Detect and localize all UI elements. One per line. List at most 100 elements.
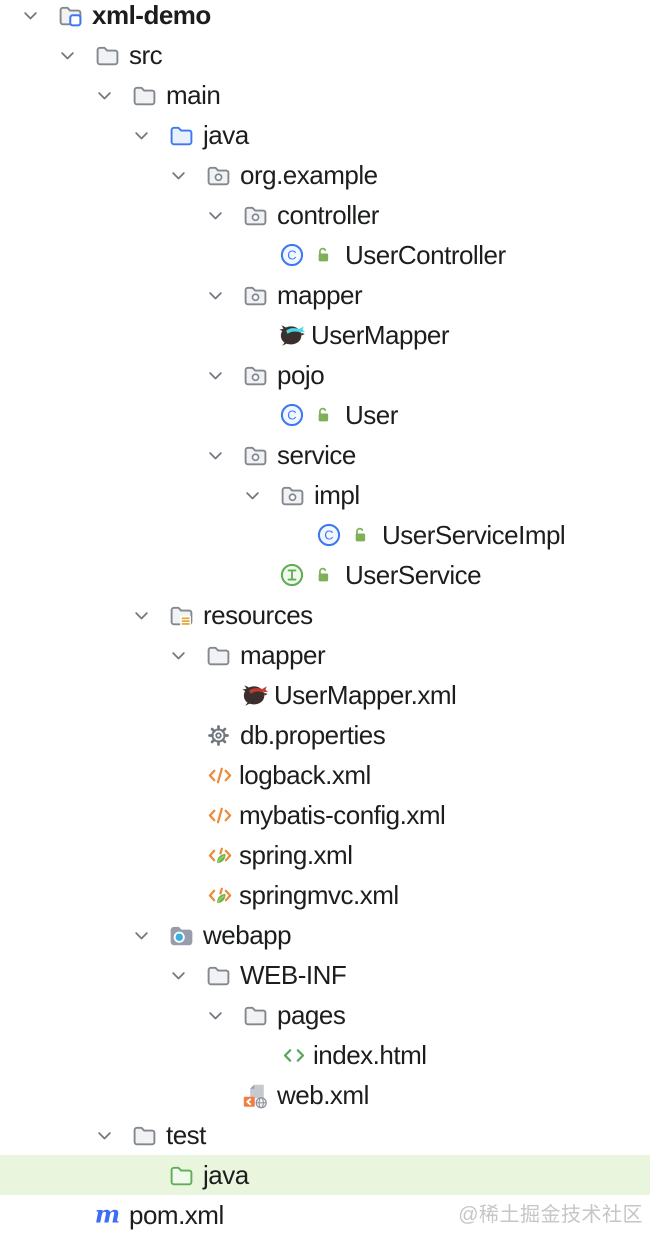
lock-icon — [313, 405, 333, 425]
svg-text:C: C — [287, 248, 296, 263]
tree-item-label: pojo — [277, 360, 325, 390]
tree-row-mapper[interactable]: mapper — [0, 635, 650, 675]
tree-item-label: db.properties — [240, 720, 386, 750]
chevron-down-icon[interactable] — [205, 286, 242, 305]
tree-row-web-inf[interactable]: WEB-INF — [0, 955, 650, 995]
tree-row-resources[interactable]: resources — [0, 595, 650, 635]
tree-row-mybatis-config.xml[interactable]: mybatis-config.xml — [0, 795, 650, 835]
chevron-down-icon[interactable] — [131, 606, 168, 625]
tree-item-label: WEB-INF — [240, 960, 347, 990]
tree-row-java[interactable]: java — [0, 115, 650, 155]
tree-item-label: controller — [277, 200, 379, 230]
webapp-folder-icon — [168, 922, 195, 949]
tree-item-label: src — [129, 40, 163, 70]
tree-item-label: UserMapper — [311, 320, 450, 350]
tree-row-index.html[interactable]: index.html — [0, 1035, 650, 1075]
chevron-down-icon[interactable] — [205, 1006, 242, 1025]
web-xml-file-icon — [242, 1082, 269, 1109]
folder-icon — [242, 1002, 269, 1029]
tree-row-controller[interactable]: controller — [0, 195, 650, 235]
xml-code-icon — [205, 762, 235, 789]
tree-row-java[interactable]: java — [0, 1155, 650, 1195]
tree-row-test[interactable]: test — [0, 1115, 650, 1155]
tree-item-label: UserController — [345, 240, 506, 270]
tree-row-main[interactable]: main — [0, 75, 650, 115]
tree-row-user[interactable]: C User — [0, 395, 650, 435]
tree-row-springmvc.xml[interactable]: springmvc.xml — [0, 875, 650, 915]
folder-icon — [94, 42, 121, 69]
package-icon — [279, 482, 306, 509]
tree-row-usercontroller[interactable]: C UserController — [0, 235, 650, 275]
tree-item-label: spring.xml — [239, 840, 353, 870]
tree-row-pojo[interactable]: pojo — [0, 355, 650, 395]
tree-item-label: mapper — [277, 280, 363, 310]
svg-text:m: m — [95, 1202, 120, 1229]
mybatis-bird-cyan-icon — [276, 320, 306, 350]
tree-item-label: resources — [203, 600, 313, 630]
resources-folder-icon — [168, 602, 195, 629]
tree-item-label: main — [166, 80, 221, 110]
chevron-down-icon[interactable] — [205, 366, 242, 385]
chevron-down-icon[interactable] — [131, 126, 168, 145]
package-icon — [242, 442, 269, 469]
tree-row-usermapper.xml[interactable]: UserMapper.xml — [0, 675, 650, 715]
chevron-down-icon[interactable] — [168, 966, 205, 985]
chevron-down-icon[interactable] — [205, 446, 242, 465]
tree-row-pages[interactable]: pages — [0, 995, 650, 1035]
green-folder-icon — [168, 1162, 195, 1189]
tree-row-service[interactable]: service — [0, 435, 650, 475]
tree-row-mapper[interactable]: mapper — [0, 275, 650, 315]
tree-item-label: web.xml — [277, 1080, 369, 1110]
package-icon — [242, 202, 269, 229]
package-icon — [242, 362, 269, 389]
tree-item-label: org.example — [240, 160, 378, 190]
tree-row-xml-demo[interactable]: xml-demo — [0, 0, 650, 35]
svg-text:C: C — [324, 528, 333, 543]
chevron-down-icon[interactable] — [168, 646, 205, 665]
xml-code-icon — [205, 802, 235, 829]
tree-row-usermapper[interactable]: UserMapper — [0, 315, 650, 355]
chevron-down-icon[interactable] — [168, 166, 205, 185]
tree-row-pom.xml[interactable]: m pom.xml — [0, 1195, 650, 1235]
tree-item-label: springmvc.xml — [239, 880, 399, 910]
tree-row-spring.xml[interactable]: spring.xml — [0, 835, 650, 875]
tree-item-label: UserMapper.xml — [274, 680, 457, 710]
tree-item-label: logback.xml — [239, 760, 371, 790]
chevron-down-icon[interactable] — [94, 1126, 131, 1145]
tree-item-label: impl — [314, 480, 360, 510]
project-folder-icon — [57, 2, 84, 29]
tree-item-label: java — [203, 1160, 249, 1190]
tree-item-label: webapp — [203, 920, 292, 950]
mybatis-bird-red-icon — [239, 680, 269, 710]
lock-icon — [350, 525, 370, 545]
tree-row-impl[interactable]: impl — [0, 475, 650, 515]
html-code-icon — [279, 1042, 309, 1069]
tree-row-db.properties[interactable]: db.properties — [0, 715, 650, 755]
chevron-down-icon[interactable] — [205, 206, 242, 225]
folder-icon — [131, 1122, 158, 1149]
tree-item-label: xml-demo — [92, 0, 211, 30]
tree-item-label: UserService — [345, 560, 482, 590]
tree-row-org.example[interactable]: org.example — [0, 155, 650, 195]
tree-row-web.xml[interactable]: web.xml — [0, 1075, 650, 1115]
java-class-icon: C — [316, 522, 342, 548]
tree-row-userservice[interactable]: UserService — [0, 555, 650, 595]
chevron-down-icon[interactable] — [20, 6, 57, 25]
tree-item-label: UserServiceImpl — [382, 520, 566, 550]
watermark: @稀土掘金技术社区 — [458, 1204, 643, 1226]
tree-item-label: service — [277, 440, 356, 470]
tree-row-logback.xml[interactable]: logback.xml — [0, 755, 650, 795]
chevron-down-icon[interactable] — [131, 926, 168, 945]
tree-item-label: test — [166, 1120, 206, 1150]
tree-row-src[interactable]: src — [0, 35, 650, 75]
spring-config-icon — [205, 882, 235, 909]
folder-icon — [205, 642, 232, 669]
tree-item-label: index.html — [313, 1040, 427, 1070]
chevron-down-icon[interactable] — [57, 46, 94, 65]
chevron-down-icon[interactable] — [242, 486, 279, 505]
tree-row-userserviceimpl[interactable]: C UserServiceImpl — [0, 515, 650, 555]
tree-item-label: mybatis-config.xml — [239, 800, 446, 830]
chevron-down-icon[interactable] — [94, 86, 131, 105]
tree-row-webapp[interactable]: webapp — [0, 915, 650, 955]
